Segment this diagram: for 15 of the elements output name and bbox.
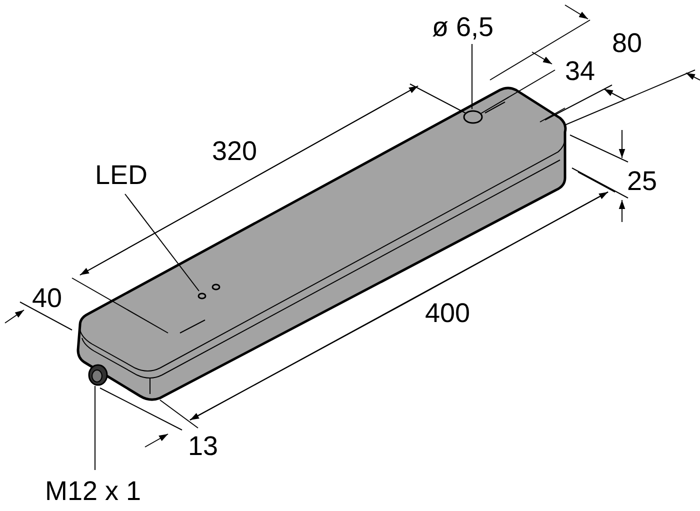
connector-plug <box>88 364 108 386</box>
dimension-label: 40 <box>32 285 62 312</box>
mounting-hole <box>463 110 483 124</box>
dimension-label: 320 <box>212 138 258 165</box>
dimension-label: 80 <box>612 30 642 57</box>
callout-text: M12 x 1 <box>45 478 142 505</box>
dimension-label: 400 <box>425 300 470 327</box>
dimension-label: 25 <box>627 168 658 195</box>
dimension-label: 34 <box>565 58 596 85</box>
callout-text: LED <box>95 162 148 189</box>
callout-text: ø 6,5 <box>432 14 494 41</box>
leader-line <box>94 386 96 470</box>
leader-line <box>124 194 200 292</box>
led-indicator <box>198 284 220 300</box>
dimension-label: 13 <box>188 433 218 460</box>
